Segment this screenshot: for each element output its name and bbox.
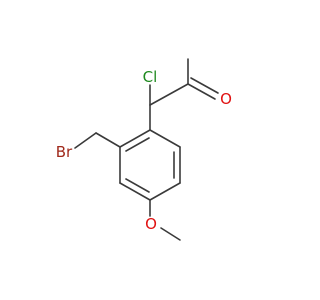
atom-carbonyl-oxygen-label: O [220, 90, 232, 108]
bond-carbonyl-double-1 [187, 83, 216, 100]
atom-chlorine-label: Cl [143, 68, 158, 86]
bond-carbonyl-double-2 [190, 77, 219, 94]
ring-bond-c6-c1 [149, 129, 181, 148]
bond-ch2-br [74, 132, 97, 149]
bond-o-ch3 [160, 227, 181, 241]
ring-bond-c1-c2 [119, 129, 151, 148]
atom-bromine-label: Br [56, 143, 73, 161]
atom-methoxy-oxygen-label: O [145, 215, 157, 233]
molecule-drawing: Cl O Br O [56, 58, 232, 241]
ring-inner-c1-c2 [125, 137, 150, 152]
ring-bond-c3-c4 [119, 182, 151, 201]
structure-canvas: Cl O Br O [56, 58, 232, 241]
ring-inner-c3-c4 [125, 178, 150, 193]
bond-ring-ch2 [95, 132, 121, 148]
bond-carbonyl-chcl [149, 83, 189, 106]
ring-bond-c4-c5 [149, 182, 181, 201]
